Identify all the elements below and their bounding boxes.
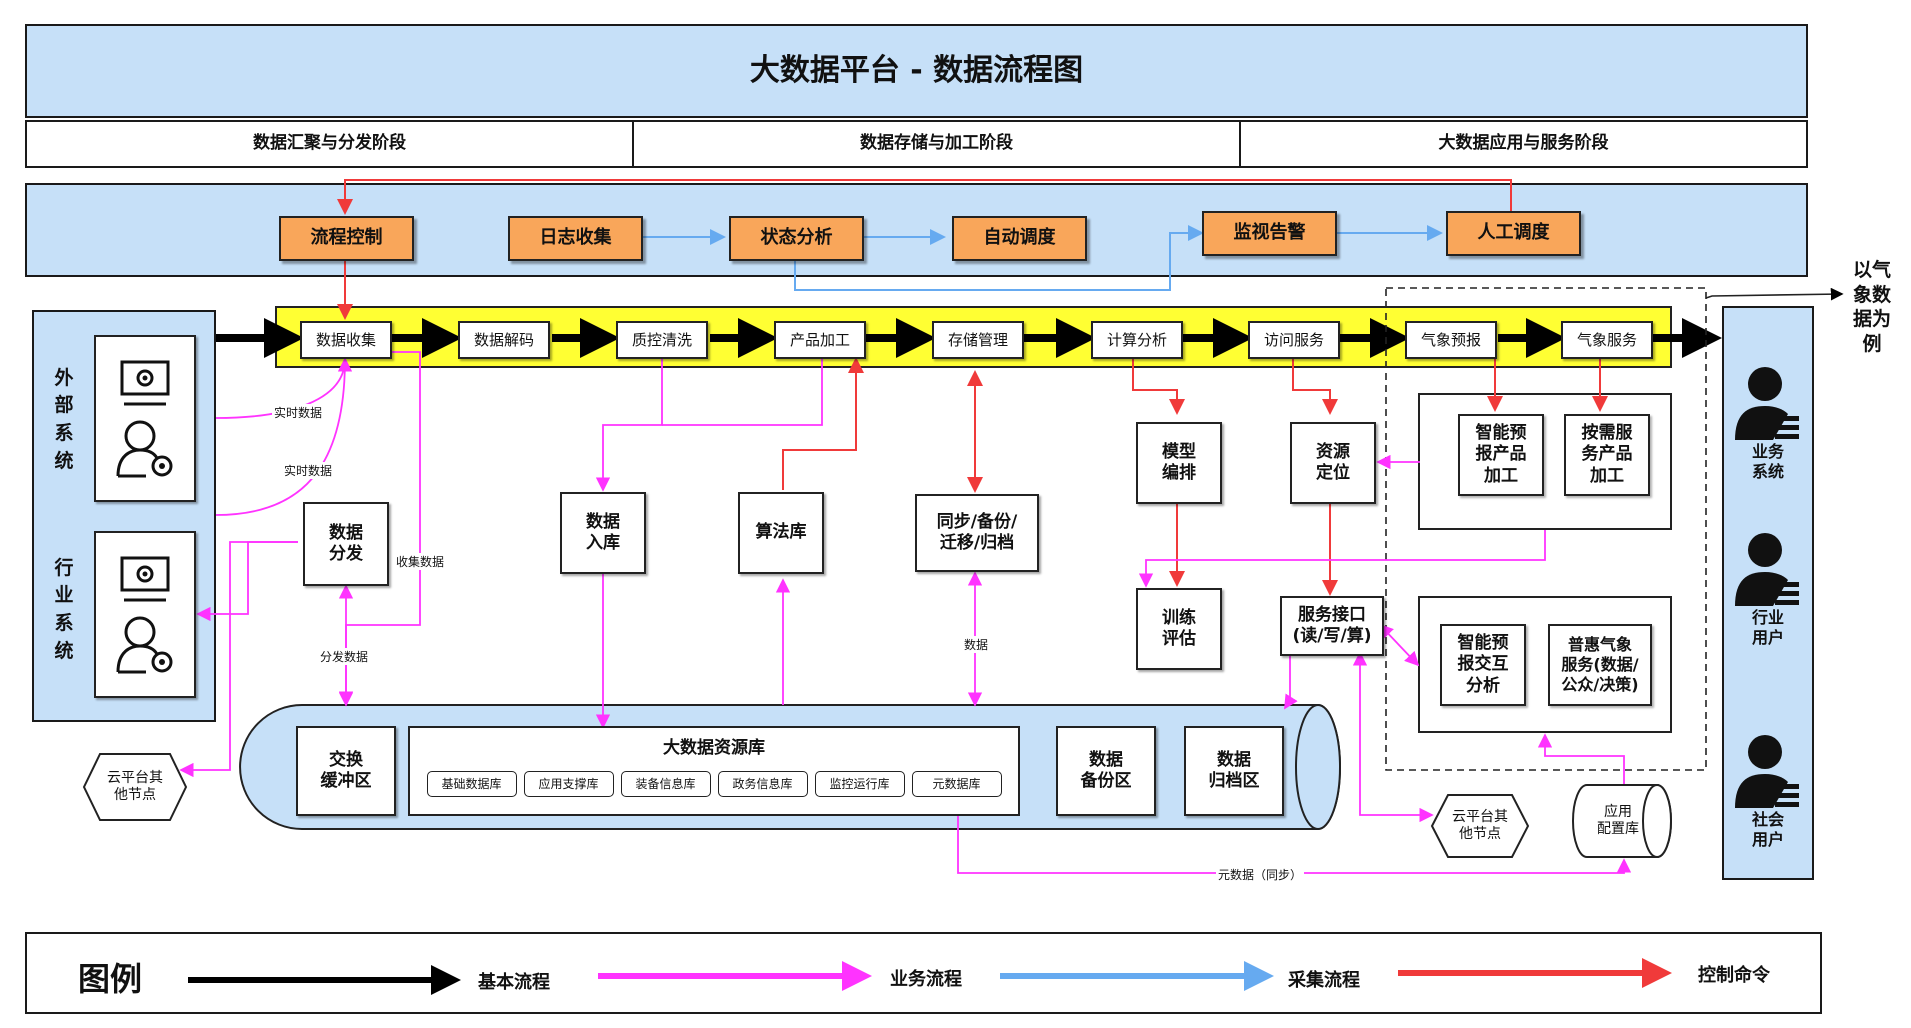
- label-metadata-sync: 元数据（同步）: [1216, 866, 1305, 883]
- stage-aggregation: 数据汇聚与分发阶段: [25, 120, 634, 168]
- data-distribution[interactable]: 数据 分发: [303, 502, 389, 586]
- industry-system-card[interactable]: [94, 531, 196, 698]
- db-government[interactable]: 政务信息库: [717, 771, 808, 798]
- label-distribute-data: 分发数据: [318, 648, 371, 665]
- ctrl-manual-schedule[interactable]: 人工调度: [1446, 211, 1581, 256]
- ctrl-auto-schedule[interactable]: 自动调度: [952, 216, 1087, 261]
- user-icon: [1735, 367, 1799, 440]
- data-backup-area[interactable]: 数据 备份区: [1056, 726, 1156, 816]
- ctrl-log-collection[interactable]: 日志收集: [508, 216, 643, 261]
- step-data-decode[interactable]: 数据解码: [458, 321, 550, 359]
- user-label: 业务 系统: [1751, 442, 1784, 481]
- legend-collect-flow: 采集流程: [1288, 970, 1360, 991]
- page-title: 大数据平台 - 数据流程图: [25, 24, 1808, 118]
- label-realtime-data-2: 实时数据: [282, 462, 335, 479]
- data-archive-area[interactable]: 数据 归档区: [1184, 726, 1284, 816]
- label-data: 数据: [962, 636, 991, 653]
- public-weather-service[interactable]: 普惠气象 服务(数据/ 公众/决策): [1548, 624, 1652, 706]
- data-ingest[interactable]: 数据 入库: [560, 492, 646, 574]
- exchange-buffer[interactable]: 交换 缓冲区: [296, 726, 396, 816]
- resource-library-title: 大数据资源库: [663, 738, 765, 758]
- ctrl-state-analysis[interactable]: 状态分析: [729, 216, 864, 261]
- external-system-label: 外部系统: [54, 366, 74, 472]
- legend-control-command: 控制命令: [1698, 965, 1770, 986]
- step-product-processing[interactable]: 产品加工: [774, 321, 866, 359]
- user-business-system[interactable]: 业务 系统: [1724, 358, 1812, 488]
- step-weather-forecast[interactable]: 气象预报: [1405, 321, 1497, 359]
- sync-backup-migrate-archive[interactable]: 同步/备份/ 迁移/归档: [915, 494, 1039, 572]
- ctrl-process-control[interactable]: 流程控制: [279, 216, 414, 261]
- user-label: 社会 用户: [1751, 810, 1784, 849]
- user-label: 行业 用户: [1751, 608, 1784, 647]
- user-public[interactable]: 社会 用户: [1724, 726, 1812, 856]
- user-icon: [1735, 735, 1799, 808]
- db-monitoring[interactable]: 监控运行库: [814, 771, 905, 798]
- user-icon: [1735, 533, 1799, 606]
- service-interface[interactable]: 服务接口 (读/写/算): [1280, 596, 1384, 656]
- admin-gear-icon: [116, 360, 173, 477]
- label-realtime-data-1: 实时数据: [272, 404, 325, 421]
- cloud-other-nodes-left[interactable]: 云平台其 他节点: [107, 769, 163, 804]
- db-basic[interactable]: 基础数据库: [426, 771, 517, 798]
- on-demand-processing[interactable]: 按需服 务产品 加工: [1564, 414, 1650, 496]
- stage-storage: 数据存储与加工阶段: [632, 120, 1241, 168]
- smart-forecast-interaction[interactable]: 智能预 报交互 分析: [1440, 624, 1526, 706]
- step-access-service[interactable]: 访问服务: [1248, 321, 1340, 359]
- resource-db-list: 基础数据库 应用支撑库 装备信息库 政务信息库 监控运行库 元数据库: [426, 771, 1002, 798]
- step-weather-service[interactable]: 气象服务: [1561, 321, 1653, 359]
- ctrl-monitor-alert[interactable]: 监视告警: [1202, 211, 1337, 256]
- resource-locate[interactable]: 资源 定位: [1290, 422, 1376, 504]
- legend-basic-flow: 基本流程: [478, 972, 550, 993]
- label-collect-data: 收集数据: [394, 553, 447, 570]
- admin-gear-icon: [116, 556, 173, 673]
- user-industry[interactable]: 行业 用户: [1724, 524, 1812, 654]
- step-qc-cleaning[interactable]: 质控清洗: [616, 321, 708, 359]
- training-evaluation[interactable]: 训练 评估: [1136, 588, 1222, 670]
- smart-forecast-processing[interactable]: 智能预 报产品 加工: [1458, 414, 1544, 496]
- db-equipment[interactable]: 装备信息库: [620, 771, 711, 798]
- external-system-card[interactable]: [94, 335, 196, 502]
- industry-system-label: 行业系统: [54, 556, 74, 662]
- algorithm-library[interactable]: 算法库: [738, 492, 824, 574]
- db-app-support[interactable]: 应用支撑库: [523, 771, 614, 798]
- legend-business-flow: 业务流程: [890, 969, 962, 990]
- model-orchestration[interactable]: 模型 编排: [1136, 422, 1222, 504]
- cloud-other-nodes-right[interactable]: 云平台其 他节点: [1452, 808, 1508, 843]
- side-note-weather-example: 以气象数据为例: [1852, 259, 1891, 356]
- step-storage-management[interactable]: 存储管理: [932, 321, 1024, 359]
- step-compute-analysis[interactable]: 计算分析: [1091, 321, 1183, 359]
- db-metadata[interactable]: 元数据库: [911, 771, 1002, 798]
- step-data-collection[interactable]: 数据收集: [300, 321, 392, 359]
- resource-library[interactable]: 大数据资源库 基础数据库 应用支撑库 装备信息库 政务信息库 监控运行库 元数据…: [408, 726, 1020, 816]
- stage-application: 大数据应用与服务阶段: [1239, 120, 1808, 168]
- app-config-db[interactable]: 应用 配置库: [1597, 803, 1639, 838]
- legend-title: 图例: [78, 960, 143, 998]
